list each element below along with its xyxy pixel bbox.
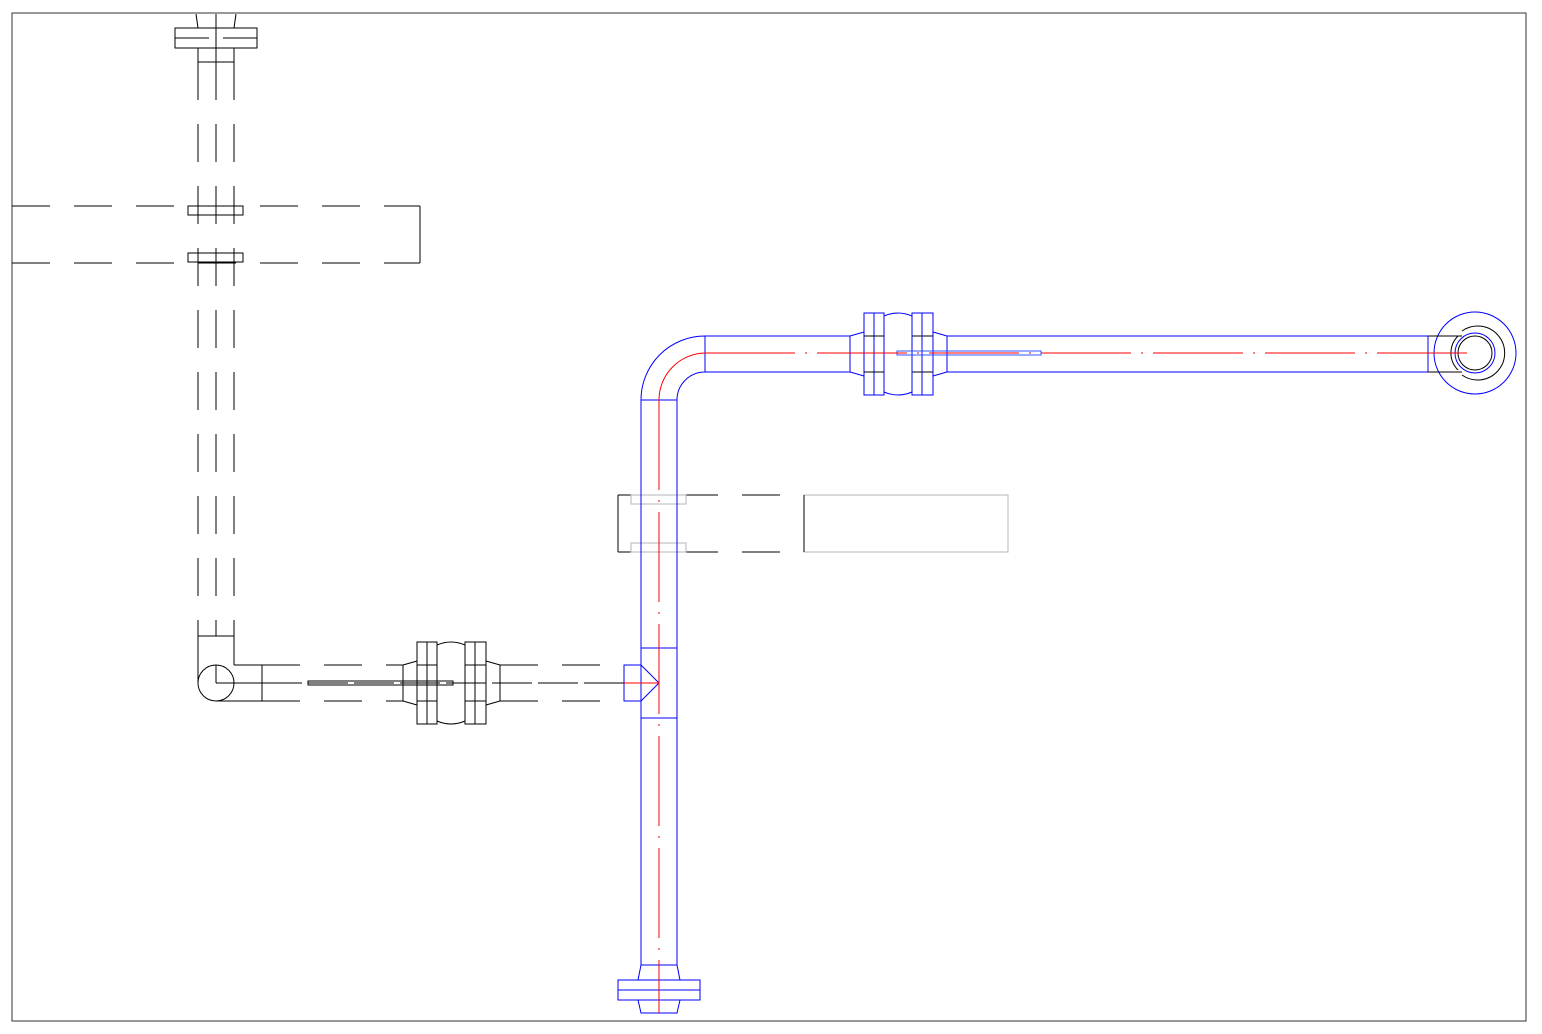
- new-horizontal-pipe: [705, 335, 1429, 373]
- existing-elbow: [197, 635, 263, 702]
- new-tee-branch: [623, 664, 660, 702]
- existing-branch-outline: [12, 205, 421, 264]
- new-elbow: [640, 335, 706, 401]
- existing-horizontal-pipe: [262, 664, 624, 702]
- reference-box: [617, 494, 1009, 553]
- new-valve: [849, 312, 1042, 396]
- existing-vertical-pipe: [174, 13, 258, 636]
- centerlines: [624, 352, 1475, 1013]
- existing-valve: [402, 641, 501, 725]
- drawing-frame: [11, 12, 1527, 1022]
